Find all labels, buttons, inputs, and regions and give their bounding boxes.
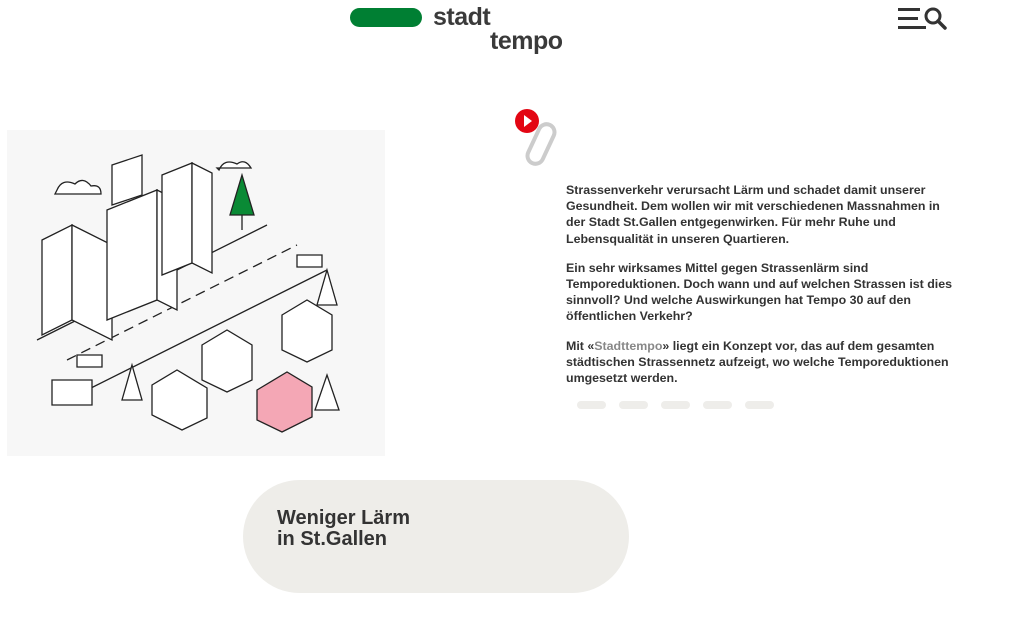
intro-paragraph-1: Strassenverkehr verursacht Lärm und scha…: [566, 183, 940, 246]
logo-pill: [350, 8, 422, 27]
pagination-dot[interactable]: [745, 401, 774, 409]
intro-paragraph-2: Ein sehr wirksames Mittel gegen Strassen…: [566, 260, 953, 324]
menu-search-icon: [898, 7, 947, 30]
card-title-line-1: Weniger Lärm: [277, 507, 410, 529]
logo[interactable]: stadt tempo: [350, 3, 580, 55]
card-title-line-2: in St.Gallen: [277, 528, 388, 550]
intro-paragraph-3: Mit «Stadttempo» liegt ein Konzept vor, …: [566, 338, 956, 387]
logo-text-stadt: stadt: [433, 3, 491, 31]
pagination-dot[interactable]: [661, 401, 690, 409]
text: » liegt ein Konzept vor, das auf dem ges…: [566, 338, 949, 386]
pagination-dots: [577, 401, 787, 409]
text: Mit «: [566, 338, 595, 353]
pagination-dot[interactable]: [619, 401, 648, 409]
weniger-laerm-card[interactable]: Weniger Lärm in St.Gallen: [243, 480, 629, 593]
city-illustration: [7, 130, 385, 456]
scroll-indicator-icon: [513, 105, 558, 170]
logo-text-tempo: tempo: [490, 27, 563, 55]
card-title: Weniger Lärm in St.Gallen: [277, 508, 477, 550]
intro-text: Strassenverkehr verursacht Lärm und scha…: [566, 182, 956, 399]
stadttempo-link[interactable]: Stadttempo: [594, 338, 663, 353]
menu-search-button[interactable]: [896, 6, 950, 32]
pagination-dot[interactable]: [703, 401, 732, 409]
pagination-dot[interactable]: [577, 401, 606, 409]
